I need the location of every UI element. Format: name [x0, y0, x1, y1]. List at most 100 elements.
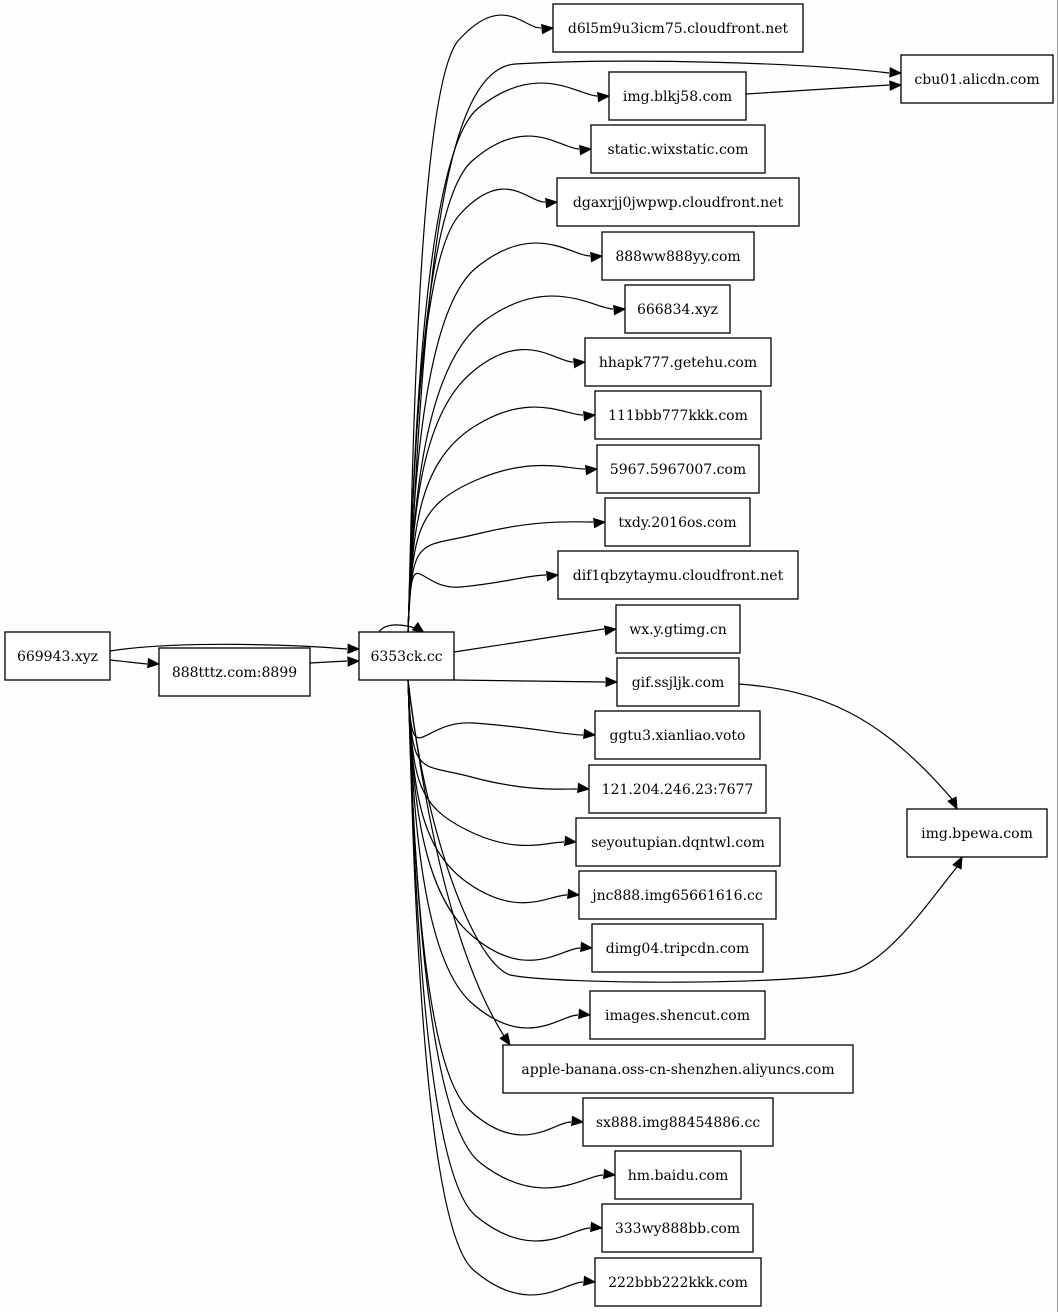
node-box	[604, 497, 751, 547]
edge-line	[407, 406, 584, 633]
node-wx-y-gtimg-cn: wx.y.gtimg.cn	[615, 604, 741, 654]
node-box	[584, 337, 772, 387]
arrowhead-icon	[947, 796, 958, 811]
node-apple-banana-oss-cn-shenzhen-aliyuncs-com: apple-banana.oss-cn-shenzhen.aliyuncs.co…	[502, 1044, 854, 1094]
node-121-204-246-23-7677: 121.204.246.23:7677	[588, 764, 767, 814]
node-label: img.bpewa.com	[921, 826, 1033, 842]
arrowhead-icon	[597, 91, 611, 103]
node-111bbb777kkk-com: 111bbb777kkk.com	[594, 390, 762, 440]
edge-line	[407, 679, 581, 961]
node-ggtu3-xianliao-voto: ggtu3.xianliao.voto	[594, 710, 761, 760]
node-label: txdy.2016os.com	[618, 515, 736, 531]
node-box	[358, 631, 455, 681]
edge-line	[407, 135, 580, 633]
node-gif-ssjljk-com: gif.ssjljk.com	[616, 657, 740, 707]
node-box	[615, 604, 741, 654]
node-label: jnc888.img65661616.cc	[590, 888, 763, 904]
node-box	[596, 444, 760, 494]
edge-line	[407, 242, 591, 633]
node-box	[591, 923, 764, 973]
edge-line	[407, 572, 547, 633]
edge-6353ck-cc-to-111bbb777kkk-com	[407, 406, 597, 633]
node-label: 111bbb777kkk.com	[608, 408, 748, 424]
arrowhead-icon	[567, 888, 581, 900]
arrowhead-icon	[590, 1221, 604, 1233]
edge-line	[407, 679, 958, 983]
node-box	[608, 71, 747, 121]
edge-line	[407, 679, 579, 1029]
node-box	[601, 1203, 754, 1253]
node-box	[616, 657, 740, 707]
node-box	[614, 1150, 742, 1200]
edge-line	[407, 679, 578, 790]
node-box	[578, 870, 777, 920]
node-box	[582, 1097, 774, 1147]
nodes-layer: 669943.xyz888tttz.com:88996353ck.ccd6l5m…	[4, 3, 1054, 1307]
edge-6353ck-cc-to-apple-banana-oss-cn-shenzhen-aliyuncs-com	[407, 679, 511, 1047]
arrowhead-icon	[590, 251, 604, 263]
edge-6353ck-cc-to-jnc888-img65661616-cc	[407, 679, 581, 904]
node-box	[594, 1257, 762, 1307]
arrowhead-icon	[573, 357, 587, 369]
node-888tttz-com-8899: 888tttz.com:8899	[158, 647, 311, 697]
edge-line	[453, 628, 605, 653]
edges-layer	[109, 14, 963, 1296]
node-img-blkj58-com: img.blkj58.com	[608, 71, 747, 121]
node-label: static.wixstatic.com	[607, 142, 748, 158]
edge-6353ck-cc-to-d6l5m9u3icm75-cloudfront-net	[407, 14, 555, 633]
node-label: 333wy888bb.com	[615, 1221, 740, 1237]
node-cbu01-alicdn-com: cbu01.alicdn.com	[900, 54, 1054, 104]
arrowhead-icon	[499, 1032, 511, 1047]
node-label: dgaxrjj0jwpwp.cloudfront.net	[573, 195, 784, 211]
arrowhead-icon	[541, 23, 555, 35]
arrowhead-icon	[571, 1115, 585, 1127]
node-box	[624, 284, 731, 334]
edge-888tttz-com-8899-to-6353ck-cc	[309, 656, 361, 667]
node-static-wixstatic-com: static.wixstatic.com	[590, 124, 766, 174]
edge-line	[407, 679, 591, 1242]
edge-6353ck-cc-to-cbu01-alicdn-com	[407, 60, 903, 633]
arrowhead-icon	[545, 197, 559, 209]
arrowhead-icon	[889, 67, 903, 78]
edge-line	[407, 679, 584, 739]
node-label: d6l5m9u3icm75.cloudfront.net	[568, 21, 789, 37]
arrowhead-icon	[577, 782, 591, 794]
node-label: 888tttz.com:8899	[172, 665, 297, 681]
edge-line	[309, 660, 348, 664]
edge-669943-xyz-to-888tttz-com-8899	[109, 657, 161, 669]
arrowhead-icon	[564, 835, 578, 847]
edge-669943-xyz-to-6353ck-cc	[109, 643, 361, 654]
edge-img-blkj58-com-to-cbu01-alicdn-com	[745, 80, 903, 95]
node-label: seyoutupian.dqntwl.com	[591, 835, 765, 851]
node-label: 5967.5967007.com	[610, 462, 746, 478]
node-dif1qbzytaymu-cloudfront-net: dif1qbzytaymu.cloudfront.net	[557, 550, 799, 600]
node-label: img.blkj58.com	[623, 89, 732, 105]
edge-6353ck-cc-to-888ww888yy-com	[407, 242, 604, 633]
edge-6353ck-cc-to-hhapk777-getehu-com	[407, 348, 587, 633]
edge-6353ck-cc-to-dif1qbzytaymu-cloudfront-net	[407, 570, 560, 633]
frame-border	[1057, 0, 1058, 1312]
arrowhead-icon	[578, 1008, 592, 1020]
node-dgaxrjj0jwpwp-cloudfront-net: dgaxrjj0jwpwp.cloudfront.net	[556, 177, 800, 227]
edge-gif-ssjljk-com-to-img-bpewa-com	[738, 683, 958, 811]
edge-line	[745, 84, 890, 95]
edge-6353ck-cc-to-wx-y-gtimg-cn	[453, 625, 618, 653]
edge-line	[407, 348, 574, 633]
node-box	[556, 177, 800, 227]
arrowhead-icon	[613, 304, 627, 316]
edge-line	[407, 679, 584, 1296]
edge-line	[407, 679, 604, 1189]
node-d6l5m9u3icm75-cloudfront-net: d6l5m9u3icm75.cloudfront.net	[552, 3, 804, 53]
node-box	[589, 990, 766, 1040]
node-box	[158, 647, 311, 697]
node-label: images.shencut.com	[605, 1008, 750, 1024]
node-box	[594, 710, 761, 760]
arrowhead-icon	[347, 656, 361, 667]
node-888ww888yy-com: 888ww888yy.com	[601, 231, 755, 281]
edge-6353ck-cc-to-gif-ssjljk-com	[453, 676, 619, 688]
node-hm-baidu-com: hm.baidu.com	[614, 1150, 742, 1200]
node-label: 669943.xyz	[17, 649, 98, 665]
arrowhead-icon	[603, 625, 618, 636]
edge-line	[407, 60, 890, 633]
edge-line	[407, 679, 505, 1037]
